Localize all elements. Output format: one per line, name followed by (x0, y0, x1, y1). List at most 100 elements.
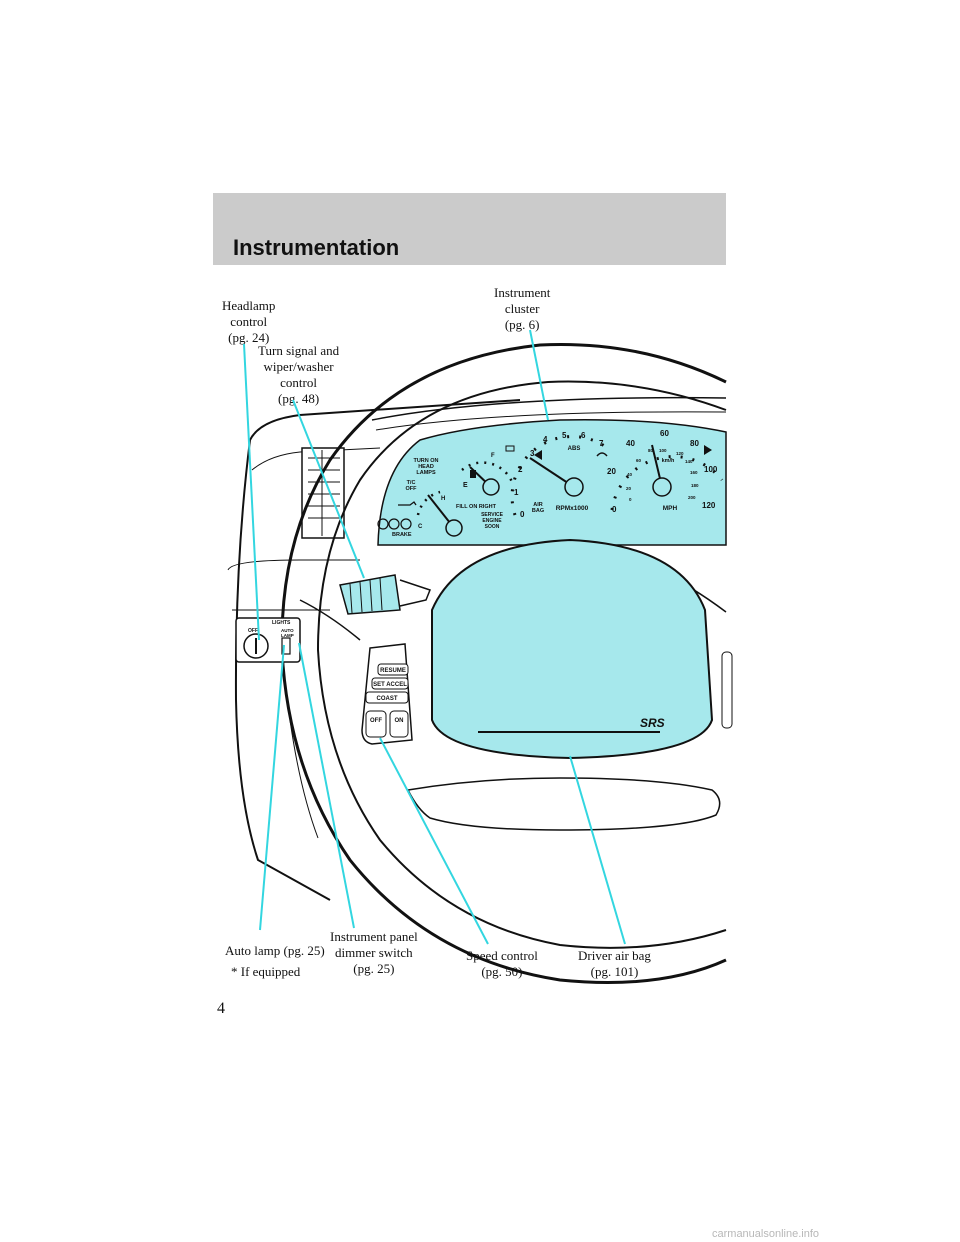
high-beam-icon (596, 452, 608, 457)
steering-wheel-lower-spoke (406, 777, 721, 831)
fuel-gauge (461, 461, 514, 496)
cluster-mph: MPH (663, 505, 678, 512)
cluster-rpm: RPMx1000 (556, 505, 589, 512)
fuel-pump-icon (470, 470, 476, 478)
callout-turn-signal: Turn signal and wiper/washer control (pg… (258, 343, 339, 407)
leader-auto-lamp (259, 644, 285, 931)
right-turn-arrow-icon (704, 445, 712, 455)
cluster-fill-on-right: FILL ON RIGHT (456, 504, 497, 510)
rpm-tick-5: 5 (562, 431, 567, 440)
cluster-temp-c: C (418, 524, 423, 530)
srs-mark: SRS (640, 716, 665, 730)
rpm-tick-4: 4 (543, 435, 548, 444)
leader-air-bag (569, 755, 626, 945)
dimmer-thumbwheel[interactable] (281, 637, 291, 655)
callout-auto-lamp: Auto lamp (pg. 25) (225, 943, 325, 958)
cluster-turn-on-head-lamps-3: LAMPS (416, 470, 436, 476)
callout-cluster-line2: cluster (504, 301, 540, 316)
section-header-band: Instrumentation (213, 193, 726, 265)
mph-tick-40: 40 (626, 439, 635, 448)
kmh-tick-200: 200 (688, 495, 696, 500)
callout-turn-signal-line4: (pg. 48) (277, 391, 320, 406)
leader-instrument-cluster (529, 329, 549, 421)
rpm-tick-3: 3 (530, 449, 535, 458)
set-accel-label: SET ACCEL (373, 682, 407, 688)
page-number: 4 (217, 1000, 225, 1017)
rpm-tick-7: 7 (599, 439, 604, 448)
rpm-tick-1: 1 (514, 488, 519, 497)
speed-off-label: OFF (370, 718, 382, 724)
callout-headlamp-control: Headlamp control (pg. 24) (222, 298, 275, 346)
headlamp-switch-panel: LIGHTS OFF AUTO LAMP (235, 617, 301, 663)
callout-headlamp-line2: control (230, 314, 268, 329)
kmh-tick-160: 160 (690, 470, 698, 475)
cluster-service-engine-2: ENGINE (482, 518, 502, 524)
cluster-turn-on-head-lamps-2: HEAD (418, 464, 434, 470)
headlamp-auto-label: AUTO (281, 628, 294, 633)
coast-button[interactable] (365, 691, 409, 704)
mph-tick-100: 100 (704, 465, 718, 474)
callout-dimmer-line1: Instrument panel (330, 929, 418, 944)
cluster-air-bag-2: BAG (532, 508, 544, 514)
callout-leaders (243, 329, 626, 945)
resume-button[interactable] (377, 663, 409, 676)
kmh-tick-60: 60 (636, 458, 642, 463)
right-bezel (721, 651, 733, 729)
leader-turn-signal (292, 399, 365, 579)
leader-dimmer (298, 642, 355, 929)
cluster-fuel-e: E (463, 482, 468, 489)
callout-dimmer-line3: (pg. 25) (353, 961, 395, 976)
kmh-tick-40: 40 (627, 472, 633, 477)
parking-brake-icon (400, 518, 412, 530)
cluster-air-bag-1: AIR (533, 502, 543, 508)
callout-driver-air-bag: Driver air bag (pg. 101) (578, 948, 651, 980)
callout-speed-line2: (pg. 50) (481, 964, 523, 979)
cluster-turn-on-head-lamps-1: TURN ON (413, 458, 438, 464)
set-accel-button[interactable] (371, 677, 409, 690)
air-vent (301, 447, 345, 539)
instrument-cluster-face (377, 419, 727, 546)
callout-cluster-line1: Instrument (494, 285, 551, 300)
cluster-tc-off-1: T/C (407, 480, 416, 486)
cluster-fuel-f: F (491, 453, 495, 459)
mph-tick-80: 80 (690, 439, 699, 448)
callout-dimmer-switch: Instrument panel dimmer switch (pg. 25) (330, 929, 418, 977)
speedometer-gauge (610, 444, 724, 511)
coast-label: COAST (377, 696, 398, 702)
cluster-abs: ABS (568, 446, 581, 452)
callout-headlamp-line3: (pg. 24) (228, 330, 270, 345)
speed-control-off-button[interactable] (365, 710, 387, 738)
kmh-tick-120: 120 (676, 451, 684, 456)
headlamp-off-label: OFF (248, 628, 258, 634)
oil-pressure-icon (398, 501, 417, 506)
turn-signal-stalk (339, 574, 431, 615)
headlamp-lamp-label: LAMP (281, 633, 294, 638)
watermark: carmanualsonline.info (712, 1228, 820, 1240)
cluster-kmh: km/h (662, 458, 675, 464)
left-turn-arrow-icon (534, 450, 542, 460)
rpm-tick-0: 0 (520, 510, 525, 519)
cluster-tc-off-2: OFF (406, 486, 418, 492)
cluster-hood-line-2 (375, 411, 727, 431)
driver-air-bag-cover (431, 538, 714, 760)
speed-on-label: ON (395, 718, 404, 724)
kmh-tick-20: 20 (626, 486, 632, 491)
kmh-tick-0: 0 (629, 497, 632, 502)
steering-spoke-left (299, 599, 361, 641)
mph-tick-0: 0 (612, 505, 617, 514)
cluster-hood-line (371, 396, 727, 421)
kmh-tick-100: 100 (659, 448, 667, 453)
speed-control-on-button[interactable] (389, 710, 409, 738)
mph-tick-20: 20 (607, 467, 616, 476)
abs-warning-icon (388, 518, 400, 530)
dash-left-edge (234, 439, 331, 901)
leader-headlamp (243, 343, 260, 641)
dash-lower-line (289, 719, 319, 839)
steering-wheel-inner-rim (316, 380, 727, 949)
resume-label: RESUME (380, 668, 406, 674)
tachometer-gauge (510, 435, 611, 516)
callout-headlamp-line1: Headlamp (222, 298, 276, 313)
kmh-tick-140: 140 (685, 459, 693, 464)
kmh-tick-80: 80 (648, 448, 654, 453)
